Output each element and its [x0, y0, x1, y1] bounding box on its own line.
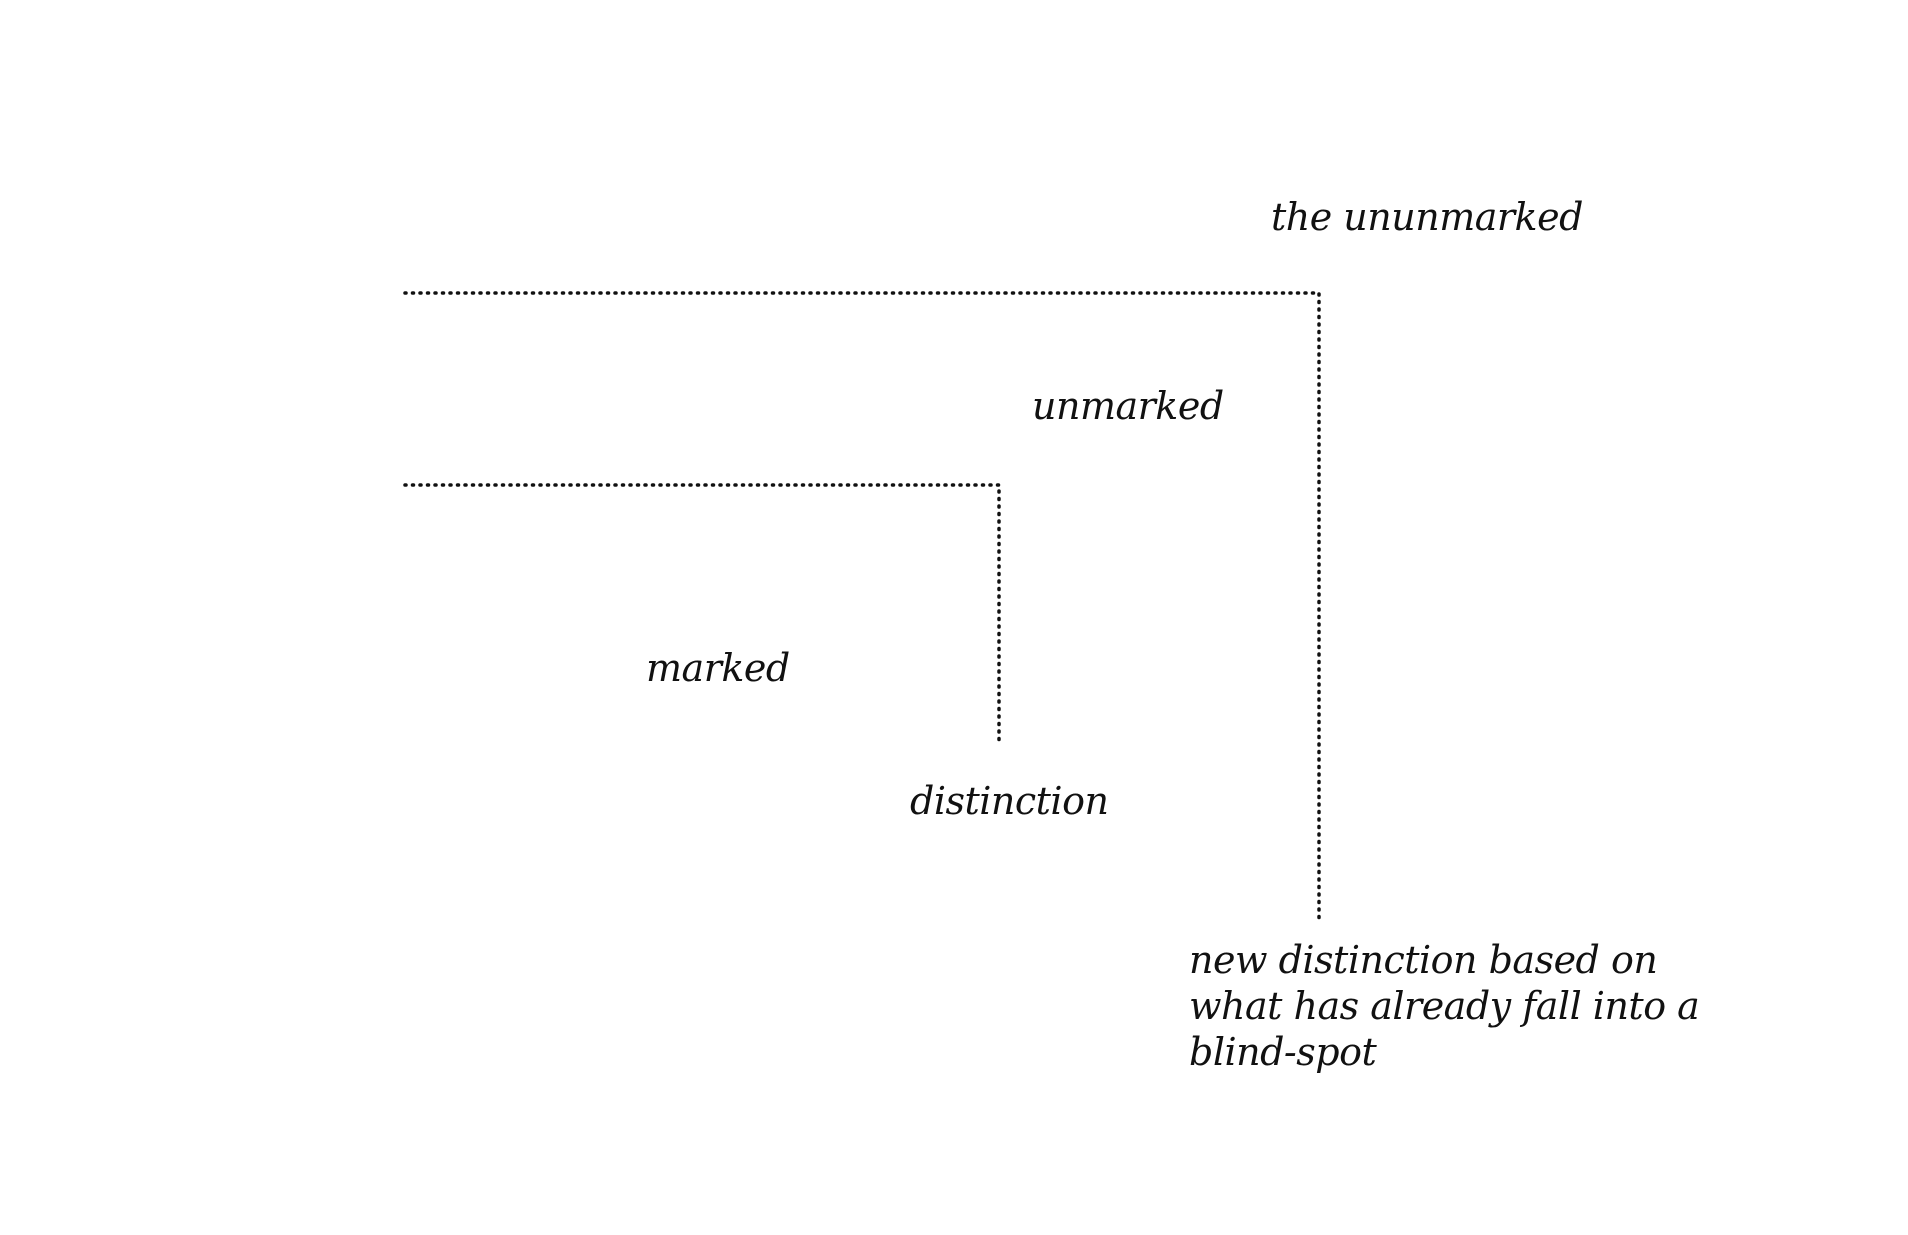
label-new-distinction: new distinction based on what has alread… [1189, 938, 1700, 1074]
inner-distinction-line [403, 483, 1001, 747]
label-marked: marked [646, 646, 790, 690]
outer-distinction-line [403, 291, 1321, 920]
label-unmarked: unmarked [1032, 384, 1224, 428]
label-distinction: distinction [910, 779, 1109, 823]
label-the-ununmarked: the ununmarked [1271, 195, 1583, 239]
